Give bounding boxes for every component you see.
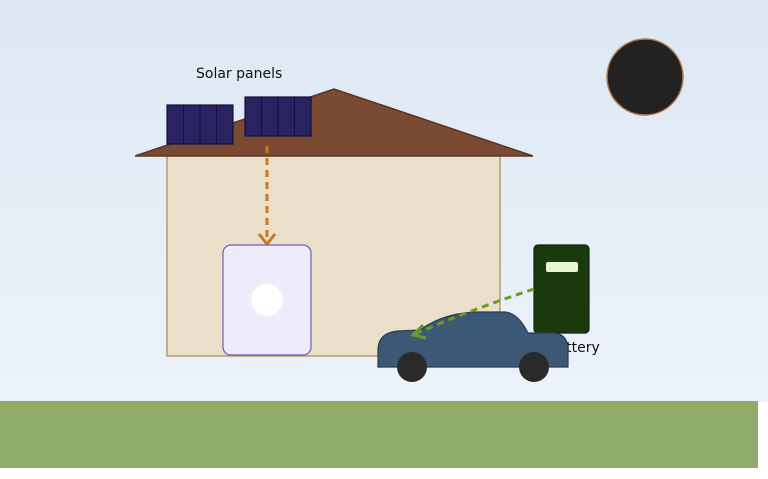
inverter-icon bbox=[222, 244, 312, 356]
solar-panel-icon bbox=[166, 104, 234, 145]
sun-icon bbox=[606, 38, 684, 116]
battery-flow-arrow bbox=[410, 287, 535, 340]
ground bbox=[0, 401, 758, 468]
solar-flow-arrow bbox=[257, 146, 277, 247]
solar-panels-label: Solar panels bbox=[196, 66, 282, 82]
house-roof bbox=[134, 88, 534, 157]
solar-panel-icon bbox=[244, 96, 312, 137]
battery-icon bbox=[533, 244, 590, 334]
car-icon bbox=[377, 311, 569, 382]
